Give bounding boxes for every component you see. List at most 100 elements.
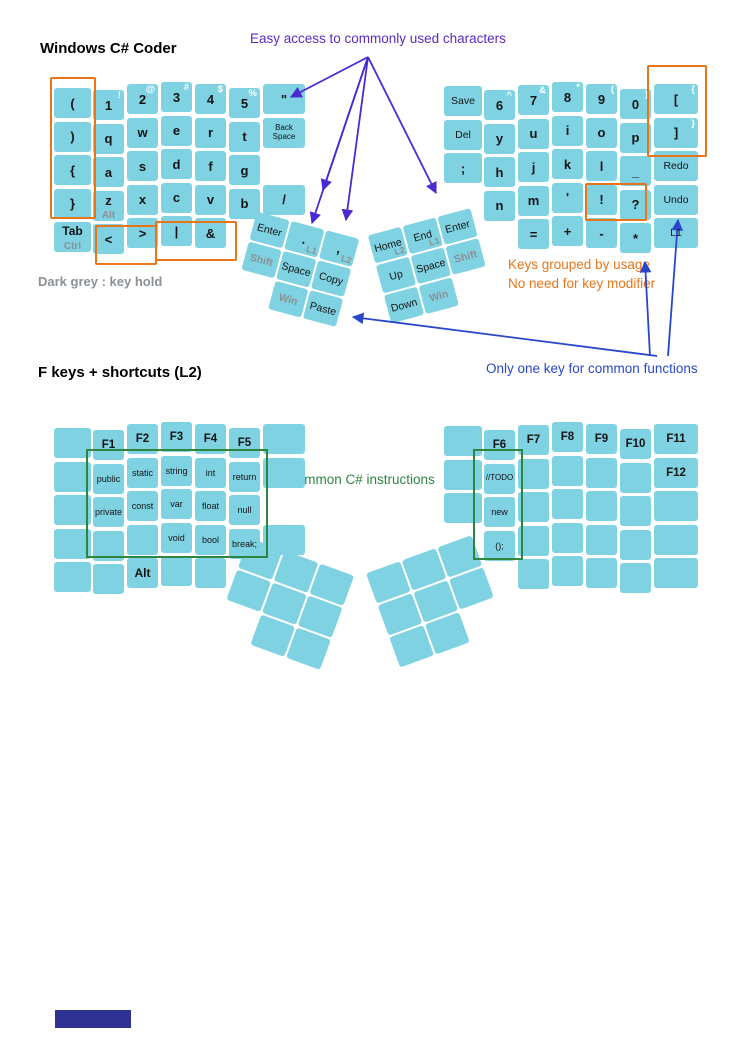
key-float: float — [195, 491, 226, 521]
shifted-char: ^ — [506, 90, 512, 101]
key-8: 8* — [552, 82, 583, 112]
key-f11: F11 — [654, 424, 698, 454]
key-v: v — [195, 184, 226, 215]
key-void: void — [161, 522, 192, 553]
key-blank — [586, 558, 617, 588]
key-var: var — [161, 489, 192, 519]
key-win: Win — [418, 277, 459, 315]
key-h: h — [484, 157, 515, 187]
key-blank — [654, 524, 698, 555]
key-f6: F6 — [484, 430, 515, 460]
key-f7: F7 — [518, 425, 549, 455]
key-f8: F8 — [552, 422, 583, 452]
key-return: return — [229, 461, 260, 492]
key-g: g — [229, 155, 260, 185]
key-static: static — [127, 457, 158, 488]
key-blank — [54, 528, 91, 559]
key-f12: F12 — [654, 457, 698, 488]
shifted-char: } — [691, 117, 695, 129]
shifted-char: ( — [610, 84, 614, 95]
key-save: Save — [444, 86, 482, 116]
key-blank — [552, 489, 583, 519]
key-undo: Undo — [654, 184, 698, 215]
key-c: c — [161, 182, 192, 213]
footer-bar — [55, 1010, 131, 1028]
key-blank — [444, 426, 482, 456]
key-x: x — [127, 184, 158, 215]
key-blank — [518, 492, 549, 522]
key-alt: Alt — [127, 558, 158, 588]
key-&: & — [195, 218, 226, 248]
key-blank — [93, 530, 124, 561]
shifted-char: ) — [644, 89, 648, 100]
key-/: / — [263, 184, 305, 215]
key-}: } — [54, 188, 91, 219]
key-o: o — [586, 117, 617, 148]
key-blank — [518, 559, 549, 589]
key-shift: Shift — [241, 241, 282, 279]
key--: - — [586, 218, 617, 248]
key-blank — [654, 558, 698, 588]
purple-arrow-group — [289, 56, 437, 225]
highlight-box-csharp-left — [86, 449, 268, 558]
key-): ) — [54, 121, 91, 152]
key-;: ; — [444, 153, 482, 183]
highlight-box-brackets-left — [50, 77, 96, 219]
key-0: 0) — [620, 89, 651, 119]
annotation-grouped-by-usage: Keys grouped by usage — [508, 257, 650, 272]
key-(: ( — [54, 88, 91, 118]
key-blank — [586, 457, 617, 488]
shifted-char: @ — [145, 84, 155, 95]
key-blank — [518, 525, 549, 556]
key-back-space: Back Space — [263, 117, 305, 148]
key-blank — [444, 459, 482, 490]
key-u: u — [518, 118, 549, 149]
key-const: const — [127, 491, 158, 521]
key-();: (); — [484, 530, 515, 561]
key-*: * — [620, 223, 651, 253]
layer-tag: L1 — [305, 243, 318, 257]
key-f3: F3 — [161, 422, 192, 452]
key-blank — [620, 563, 651, 593]
key-private: private — [93, 497, 124, 527]
key-blank — [552, 522, 583, 553]
shifted-char: # — [183, 82, 189, 93]
key-': ' — [552, 182, 583, 213]
key-f10: F10 — [620, 429, 651, 459]
key-3: 3# — [161, 82, 192, 112]
key-d: d — [161, 149, 192, 179]
key-bool: bool — [195, 524, 226, 555]
shifted-char: $ — [217, 84, 223, 95]
highlight-box-pipe-amp — [155, 221, 237, 261]
key-blank — [54, 461, 91, 492]
key-i: i — [552, 115, 583, 146]
key-6: 6^ — [484, 90, 515, 120]
annotation-easy-access: Easy access to commonly used characters — [250, 31, 506, 46]
key-m: m — [518, 185, 549, 216]
key-5: 5% — [229, 88, 260, 118]
key-f5: F5 — [229, 428, 260, 458]
key-{: { — [54, 155, 91, 185]
layer2-title: F keys + shortcuts (L2) — [38, 364, 202, 381]
key-4: 4$ — [195, 84, 226, 114]
layer1-title: Windows C# Coder — [40, 40, 177, 57]
annotation-one-key: Only one key for common functions — [486, 361, 698, 376]
key-blank — [620, 529, 651, 560]
key-blank — [127, 524, 158, 555]
key-k: k — [552, 149, 583, 179]
key-p: p — [620, 122, 651, 153]
highlight-box-csharp-right — [473, 449, 523, 560]
key-blank — [518, 458, 549, 489]
key-new: new — [484, 497, 515, 527]
key->: > — [127, 218, 158, 248]
key-a: a — [93, 157, 124, 187]
key-s: s — [127, 151, 158, 181]
key-+: + — [552, 216, 583, 246]
key-blank — [620, 462, 651, 493]
key-l: l — [586, 151, 617, 181]
key-blank — [552, 556, 583, 586]
annotation-csharp-instructions: Common C# instructions — [287, 472, 435, 487]
hold-label: Alt — [101, 209, 116, 221]
key-[: [{ — [654, 84, 698, 114]
